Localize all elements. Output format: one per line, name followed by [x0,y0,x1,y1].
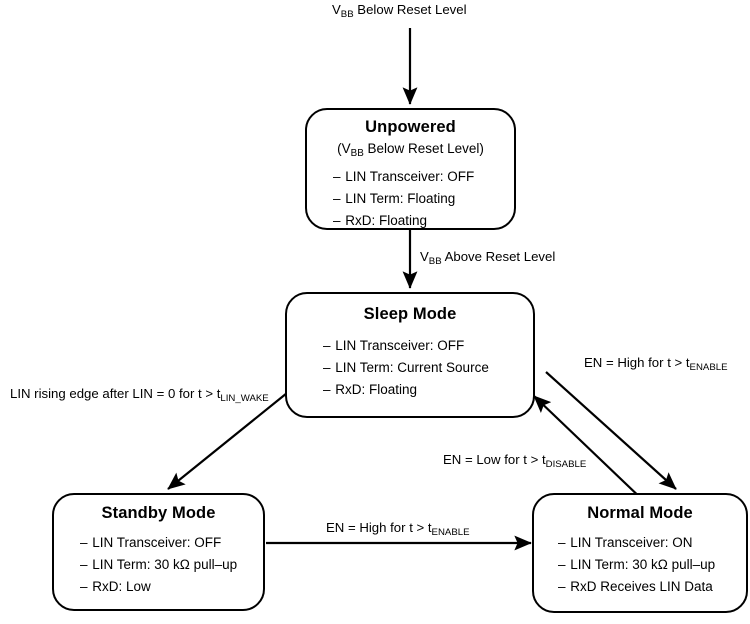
state-list-normal-mode: – LIN Transceiver: ON – LIN Term: 30 kΩ … [558,532,715,598]
edge-label-vbb-above-reset: VBB Above Reset Level [420,249,556,267]
label-post: Below Reset Level [353,2,467,17]
edge-label-lin-wake: LIN rising edge after LIN = 0 for t > tL… [10,386,269,404]
state-box-unpowered[interactable]: Unpowered (VBB Below Reset Level) – LIN … [305,108,516,230]
list-item-text: RxD: Floating [335,381,418,397]
label-post: Above Reset Level [441,249,556,264]
state-title-sleep-mode: Sleep Mode [363,305,457,323]
bullet-dash: – [80,578,93,594]
bullet-dash: – [333,190,346,206]
label-pre: EN = High for t > t [326,520,432,535]
list-item-text: LIN Term: 30 kΩ pull–up [92,557,238,572]
subtitle-post: Below Reset Level) [363,141,484,157]
label-pre: EN = Low for t > t [443,452,546,467]
label-subscript: BB [340,8,354,20]
bullet-dash: – [323,360,336,375]
edge-label-en-high-enable-sleep-to-normal: EN = High for t > tENABLE [584,355,728,373]
state-subtitle-unpowered: (VBB Below Reset Level) [337,141,484,159]
bullet-dash: – [333,212,346,228]
state-box-standby-mode[interactable]: Standby Mode – LIN Transceiver: OFF – LI… [52,493,265,611]
edge-label-vbb-below-reset: VBB Below Reset Level [332,2,467,20]
state-list-sleep-mode: – LIN Transceiver: OFF – LIN Term: Curre… [323,335,489,401]
list-item: – LIN Transceiver: OFF [323,335,489,357]
list-item-text: RxD: Floating [345,212,428,228]
list-item-text: LIN Term: Current Source [335,360,489,375]
subtitle-pre: (V [337,141,351,157]
bullet-dash: – [80,557,93,572]
label-pre: V [332,2,341,17]
list-item-text: LIN Transceiver: OFF [92,535,222,551]
state-title-standby-mode: Standby Mode [101,504,216,522]
state-title-normal-mode: Normal Mode [587,504,693,522]
label-pre: LIN rising edge after LIN = 0 for t > t [10,386,221,401]
bullet-dash: – [323,338,336,354]
list-item-text: LIN Transceiver: ON [570,535,693,551]
list-item-text: LIN Transceiver: OFF [345,168,475,184]
edge-sleep-to-standby [167,392,288,490]
bullet-dash: – [558,557,571,572]
list-item: – LIN Transceiver: OFF [80,532,237,554]
label-subscript: LIN_WAKE [220,392,269,404]
list-item: – LIN Term: Floating [333,188,474,210]
label-pre: EN = High for t > t [584,355,690,370]
list-item-text: RxD: Low [92,578,151,594]
list-item-text: LIN Term: Floating [345,190,456,206]
list-item: – RxD: Low [80,576,237,598]
edge-label-en-high-enable-standby-to-normal: EN = High for t > tENABLE [326,520,470,538]
state-title-unpowered: Unpowered [365,118,456,136]
list-item: – LIN Term: 30 kΩ pull–up [558,554,715,576]
list-item: – RxD: Floating [323,379,489,401]
subtitle-subscript: BB [350,147,364,159]
list-item: – LIN Transceiver: OFF [333,166,474,188]
list-item: – LIN Transceiver: ON [558,532,715,554]
bullet-dash: – [558,578,571,594]
label-subscript: ENABLE [689,361,728,373]
state-box-normal-mode[interactable]: Normal Mode – LIN Transceiver: ON – LIN … [532,493,748,613]
bullet-dash: – [333,168,346,184]
bullet-dash: – [558,535,571,551]
list-item: – RxD Receives LIN Data [558,576,715,598]
bullet-dash: – [80,535,93,551]
edge-normal-to-sleep [533,395,649,506]
list-item-text: RxD Receives LIN Data [570,578,713,594]
list-item-text: LIN Transceiver: OFF [335,338,465,354]
list-item: – LIN Term: 30 kΩ pull–up [80,554,237,576]
label-subscript: BB [428,255,442,267]
list-item: – RxD: Floating [333,210,474,232]
list-item-text: LIN Term: 30 kΩ pull–up [570,557,716,572]
label-subscript: ENABLE [431,526,470,538]
edge-label-en-low-disable: EN = Low for t > tDISABLE [443,452,587,470]
list-item: – LIN Term: Current Source [323,357,489,379]
bullet-dash: – [323,381,336,397]
edge-sleep-to-normal [545,371,677,490]
label-pre: V [420,249,429,264]
state-list-standby-mode: – LIN Transceiver: OFF – LIN Term: 30 kΩ… [80,532,237,598]
label-subscript: DISABLE [545,458,587,470]
state-box-sleep-mode[interactable]: Sleep Mode – LIN Transceiver: OFF – LIN … [285,292,535,418]
state-list-unpowered: – LIN Transceiver: OFF – LIN Term: Float… [333,166,474,232]
